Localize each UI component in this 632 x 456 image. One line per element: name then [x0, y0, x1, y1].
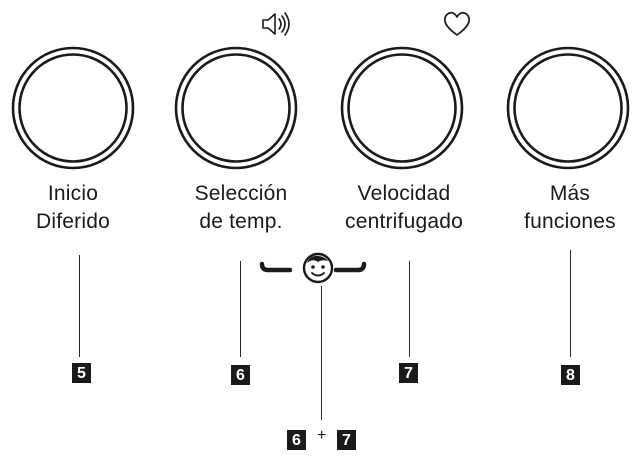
callout-line-6 [240, 261, 241, 357]
child-lock-face-icon [259, 252, 367, 284]
mas-funciones-label: Más funciones [495, 180, 632, 236]
velocidad-centrifugado-button[interactable] [340, 46, 464, 170]
callout-line-5 [79, 255, 80, 357]
plus-sign: + [317, 427, 327, 444]
seleccion-temp-button[interactable] [174, 46, 298, 170]
callout-badge-8: 8 [561, 365, 580, 385]
heart-icon [442, 10, 472, 43]
callout-line-6-plus-7 [321, 286, 322, 420]
knob-ring [506, 46, 630, 170]
inicio-diferido-label: Inicio Diferido [0, 180, 148, 236]
velocidad-centrifugado-label: Velocidad centrifugado [329, 180, 479, 236]
knob-ring [174, 46, 298, 170]
seleccion-temp-label: Selección de temp. [166, 180, 316, 236]
label-line-1: Selección [194, 182, 288, 205]
label-line-1: Inicio [47, 182, 99, 205]
callout-line-8 [570, 250, 571, 357]
child-lock-indicator [258, 250, 368, 286]
callout-line-7 [409, 261, 410, 357]
callout-badge-combo-7: 7 [337, 430, 356, 450]
callout-badge-5: 5 [72, 363, 91, 383]
speaker-icon [260, 10, 294, 43]
label-line-2: de temp. [199, 210, 283, 233]
knob-ring [11, 46, 135, 170]
label-line-2: centrifugado [345, 210, 463, 233]
mas-funciones-button[interactable] [506, 46, 630, 170]
callout-badge-7: 7 [399, 363, 418, 383]
knob-ring [340, 46, 464, 170]
label-line-1: Velocidad [357, 182, 451, 205]
label-line-1: Más [549, 182, 591, 205]
callout-badge-combo-6: 6 [287, 430, 306, 450]
label-line-2: funciones [524, 210, 616, 233]
label-line-2: Diferido [36, 210, 110, 233]
inicio-diferido-button[interactable] [11, 46, 135, 170]
callout-badge-6: 6 [231, 365, 250, 385]
